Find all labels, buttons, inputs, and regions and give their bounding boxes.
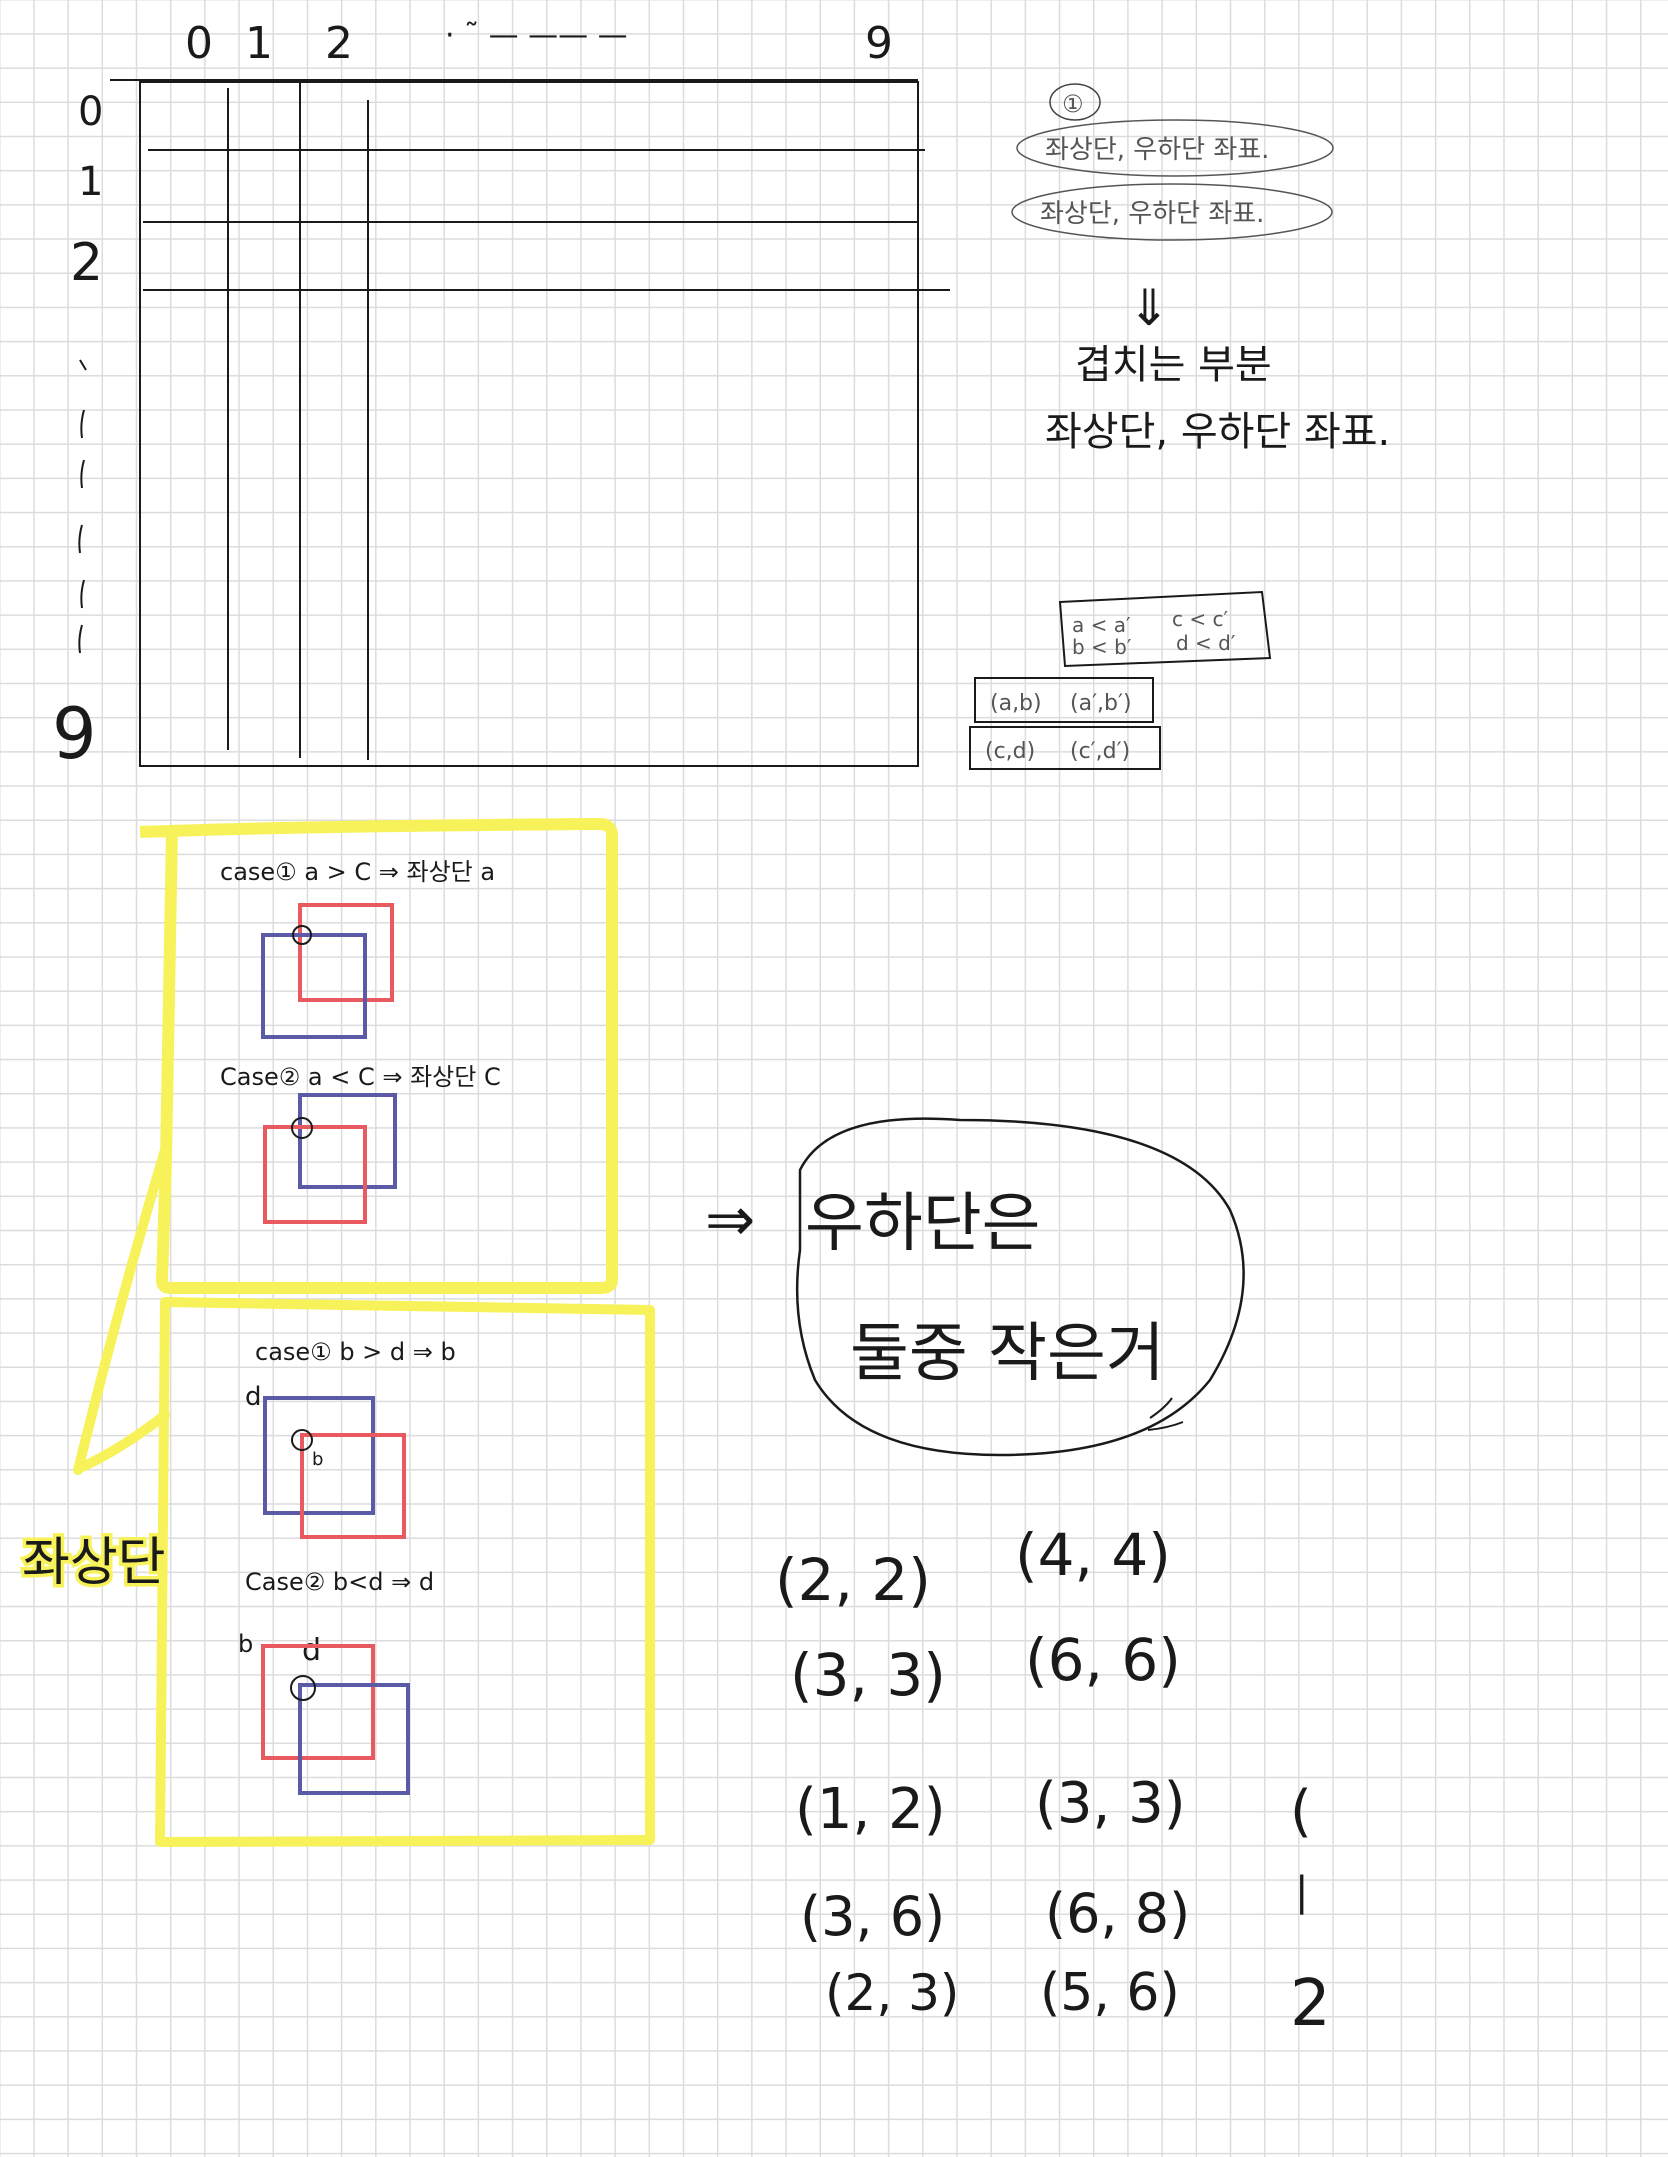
bottom-case-frame [155, 1297, 655, 1847]
top-case-frame [139, 818, 618, 1294]
example-4-second: (6, 8) [1045, 1882, 1190, 1945]
note-line-1: 좌상단, 우하단 좌표. [1045, 135, 1269, 165]
col-dots: · ˜ — —— — [445, 18, 628, 53]
bottom-case-1-label: case① b > d ⇒ b [255, 1338, 456, 1366]
pair-1-first: (a,b) [990, 691, 1042, 716]
bottom-case-2-b-label: b [238, 1630, 253, 1658]
example-1-second: (4, 4) [1015, 1521, 1171, 1589]
bubble-tail [1147, 1397, 1184, 1431]
top-case-2-blue-rect [298, 1093, 397, 1189]
circled-number: ① [1062, 90, 1084, 118]
bottom-case-1-d-label: d [245, 1382, 262, 1412]
corner-notes: ① 좌상단, 우하단 좌표. 좌상단, 우하단 좌표. ⇓ 겹치는 부분 좌상단… [1011, 83, 1390, 455]
example-4-first: (3, 6) [800, 1885, 945, 1948]
bubble-arrow: ⇒ [705, 1185, 755, 1255]
bubble-line-2: 둘중 작은거 [850, 1317, 1165, 1391]
bottom-case-1-red-rect [300, 1433, 406, 1539]
bottom-cases: case① b > d ⇒ b d b Case② b<d ⇒ d b d [238, 1338, 456, 1795]
pair-2-second: (c′,d′) [1070, 739, 1130, 764]
pair-1-second: (a′,b′) [1070, 691, 1132, 716]
top-case-2-marker [291, 1117, 313, 1139]
example-3-count: ( [1290, 1779, 1312, 1844]
example-5-count: 2 [1290, 1967, 1331, 2041]
result-line-1: 겹치는 부분 [1075, 342, 1272, 388]
example-2-first: (3, 3) [790, 1641, 946, 1709]
cond-c: c < c′ [1172, 607, 1228, 631]
note-oval-1 [1016, 119, 1334, 177]
example-1-first: (2, 2) [775, 1546, 931, 1614]
top-case-1-marker [292, 925, 312, 945]
bottom-case-2-label: Case② b<d ⇒ d [245, 1568, 434, 1596]
top-case-1-label: case① a > C ⇒ 좌상단 a [220, 858, 495, 886]
condition-notes: a < a′ c < c′ b < b′ d < d′ (a,b) (a′,b′… [969, 590, 1272, 770]
example-3-second: (3, 3) [1035, 1771, 1186, 1836]
bottom-case-1-b-label: b [312, 1449, 323, 1470]
grid-diagram: 0 1 2 · ˜ — —— — 9 0 1 2 9 [52, 18, 950, 775]
example-4-count: | [1295, 1869, 1308, 1915]
bubble-outline [795, 1117, 1245, 1457]
frame-connector [73, 1145, 170, 1475]
cond-b: b < b′ [1072, 635, 1132, 659]
example-5-first: (2, 3) [825, 1964, 959, 2022]
circled-number-outline [1049, 83, 1101, 121]
cond-d: d < d′ [1176, 631, 1236, 655]
row-label-0: 0 [78, 89, 103, 135]
bottom-case-2-marker [290, 1675, 316, 1701]
double-down-arrow: ⇓ [1128, 279, 1170, 337]
bottom-case-2-d-label: d [302, 1633, 321, 1668]
pair-2-first: (c,d) [985, 739, 1035, 764]
col-label-2: 2 [325, 18, 353, 69]
condition-box [1058, 590, 1272, 668]
example-3-first: (1, 2) [795, 1777, 946, 1842]
row-label-9: 9 [52, 693, 97, 775]
col-label-1: 1 [245, 18, 273, 69]
yellow-case-frames: 좌상단 [19, 818, 655, 1847]
note-oval-2 [1011, 183, 1333, 241]
top-case-1-red-rect [298, 903, 394, 1002]
cond-a: a < a′ [1072, 613, 1131, 637]
top-cases: case① a > C ⇒ 좌상단 a Case② a < C ⇒ 좌상단 C [220, 858, 501, 1224]
side-label: 좌상단 [22, 1533, 166, 1593]
result-line-2: 좌상단, 우하단 좌표. [1045, 409, 1390, 455]
board-outline [139, 81, 919, 767]
pair-box-2 [969, 726, 1161, 770]
example-pairs: (2, 2) (4, 4) (3, 3) (6, 6) (1, 2) (3, 3… [775, 1521, 1331, 2041]
pair-box-1 [974, 677, 1154, 723]
row-label-1: 1 [78, 159, 103, 205]
col-label-9: 9 [865, 18, 893, 69]
row-label-2: 2 [70, 233, 103, 293]
bottom-case-1-marker [291, 1429, 313, 1451]
note-line-2: 좌상단, 우하단 좌표. [1040, 199, 1264, 229]
rule-bubble: ⇒ 우하단은 둘중 작은거 [705, 1117, 1245, 1457]
example-5-second: (5, 6) [1040, 1963, 1180, 2023]
bottom-case-2-blue-rect [298, 1683, 410, 1795]
row-dots [78, 359, 87, 654]
col-label-0: 0 [185, 18, 213, 69]
bubble-line-1: 우하단은 [805, 1187, 1041, 1261]
top-case-2-label: Case② a < C ⇒ 좌상단 C [220, 1063, 501, 1091]
top-case-2-red-rect [263, 1125, 367, 1224]
top-case-1-blue-rect [261, 933, 367, 1039]
bottom-case-1-blue-rect [263, 1396, 375, 1515]
bottom-case-2-red-rect [261, 1644, 375, 1760]
example-2-second: (6, 6) [1025, 1626, 1181, 1694]
